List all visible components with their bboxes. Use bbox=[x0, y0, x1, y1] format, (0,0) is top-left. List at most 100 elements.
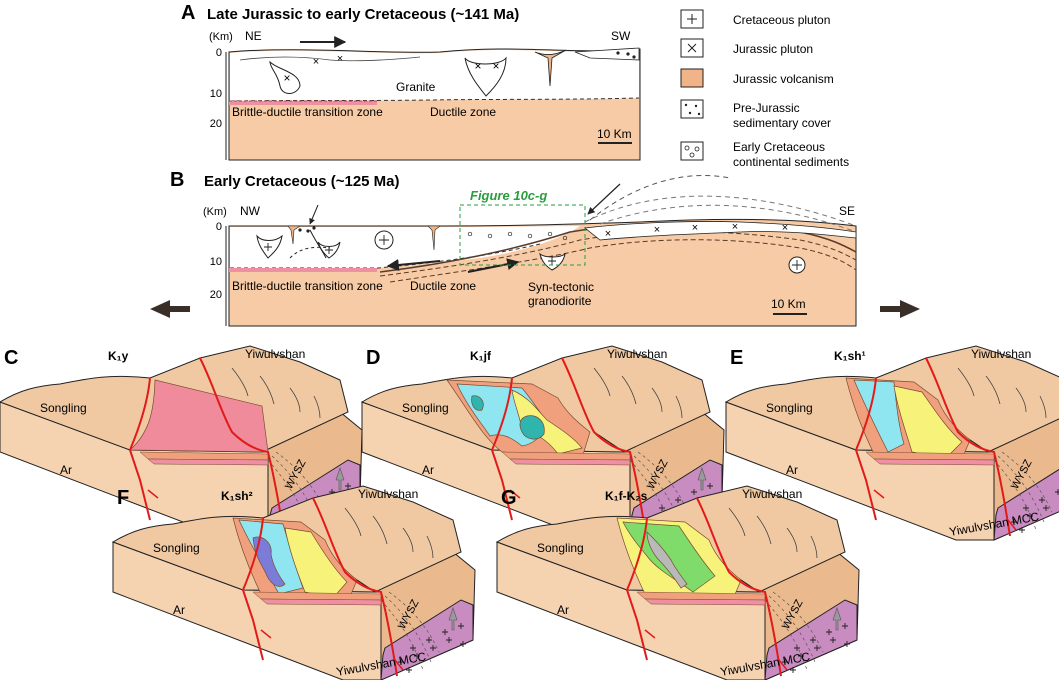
wysz-shear-lines bbox=[993, 451, 1053, 531]
basin-infill-cyan bbox=[853, 379, 905, 453]
pluton-plus bbox=[792, 260, 802, 270]
mcc-plus-mark bbox=[398, 659, 404, 665]
panel-b-volcanic-dyke bbox=[427, 225, 441, 251]
panel-b-pluton-cross: × bbox=[692, 222, 698, 234]
mcc-plus-mark bbox=[460, 641, 466, 647]
legend: Cretaceous pluton Jurassic pluton Jurass… bbox=[680, 9, 849, 169]
panel-b-transition-label: Brittle-ductile transition zone bbox=[232, 279, 383, 293]
legend-jurassic-volcanism: Jurassic volcanism bbox=[680, 68, 834, 88]
sediment-circle bbox=[487, 233, 493, 239]
mcc-uplift-arrow bbox=[697, 467, 707, 491]
mcc-plus-mark bbox=[1055, 489, 1059, 495]
block-west-label: Songling bbox=[402, 401, 449, 415]
panel-b-shear-line-2 bbox=[379, 231, 857, 277]
panel-a-tick-10: 10 bbox=[210, 88, 222, 100]
panel-a-sedimentary-cover bbox=[574, 47, 640, 61]
block-west-label: Songling bbox=[153, 541, 200, 555]
basin-infill-gray bbox=[646, 531, 688, 589]
basin-infill-teal-small bbox=[471, 395, 484, 411]
block-mountain-label: Yiwulvshan bbox=[607, 347, 667, 361]
mcc-plus-mark bbox=[782, 659, 788, 665]
fault-slip-arrows bbox=[873, 489, 1017, 531]
panel-b-left-direction: NW bbox=[240, 204, 261, 218]
mcc-plus-mark bbox=[1019, 527, 1025, 533]
mcc-plus-mark bbox=[814, 645, 820, 651]
panel-b-pluton-cross: × bbox=[732, 221, 738, 233]
sed-dot bbox=[298, 228, 302, 232]
panel-b-title: Early Cretaceous (~125 Ma) bbox=[204, 173, 400, 190]
legend-swatch-jurassic-volcanism bbox=[680, 68, 704, 88]
panel-a-sed-dot bbox=[632, 55, 636, 59]
block-panel-letter: F bbox=[117, 487, 129, 509]
panel-a-tick-20: 20 bbox=[210, 118, 222, 130]
legend-early-cretaceous-sediments: Early Cretaceous continental sediments bbox=[680, 140, 849, 169]
block-west-label: Songling bbox=[40, 401, 87, 415]
panel-a-jurassic-pluton-2 bbox=[464, 56, 507, 97]
panel-a-pluton-cross-1: × bbox=[283, 71, 290, 85]
block-ridge-lines bbox=[231, 367, 321, 419]
panel-b-syn-tectonic-label: Syn-tectonic bbox=[528, 280, 594, 294]
panel-a-pluton-cross-4: × bbox=[313, 56, 319, 68]
legend-swatch-early-cretaceous bbox=[680, 141, 704, 161]
panel-b-pluton-cross: × bbox=[654, 224, 660, 236]
pluton-plus bbox=[548, 257, 556, 265]
basin-fault-east bbox=[696, 497, 782, 677]
panel-b-letter: B bbox=[170, 169, 184, 191]
pluton-plus bbox=[379, 235, 389, 245]
block-formation-label: K₁jf bbox=[470, 349, 492, 363]
basin-fault-west bbox=[625, 517, 648, 661]
block-mountain-label: Yiwulvshan bbox=[358, 487, 418, 501]
block-panel-letter: E bbox=[730, 347, 743, 369]
panel-a-fault-lines bbox=[239, 56, 421, 62]
mcc-plus-mark bbox=[345, 483, 351, 489]
legend-cretaceous-pluton: Cretaceous pluton bbox=[680, 9, 830, 29]
block-formation-label: K₁y bbox=[108, 349, 129, 363]
basin-fault-west bbox=[854, 377, 877, 521]
panel-b-transition-band bbox=[229, 268, 377, 272]
panel-a-tick-0: 0 bbox=[216, 47, 222, 59]
panel-a-unit: (Km) bbox=[209, 31, 233, 43]
block-formation-label: K₁f-K₂s bbox=[605, 489, 648, 503]
legend-circle bbox=[694, 146, 700, 152]
block-mountain-label: Yiwulvshan bbox=[245, 347, 305, 361]
panel-b-tick-10: 10 bbox=[210, 256, 222, 268]
panel-b-shear-arrow-right bbox=[467, 258, 520, 273]
block-ridge-lines bbox=[593, 367, 683, 419]
mcc-plus-mark bbox=[446, 637, 452, 643]
panel-a-pluton-cross-5: × bbox=[337, 53, 343, 65]
legend-circle bbox=[689, 152, 695, 158]
block-formation-label: K₁sh¹ bbox=[834, 349, 866, 363]
panel-a-volcanic-dyke bbox=[534, 49, 567, 87]
panel-b-figure-ref-label: Figure 10c-g bbox=[470, 188, 547, 203]
mcc-uplift-arrow bbox=[448, 607, 458, 631]
basin-fault-east bbox=[199, 357, 285, 537]
basin-fault-east bbox=[925, 357, 1011, 537]
block-ridge-lines bbox=[957, 367, 1047, 419]
panel-b-fault-arrow bbox=[309, 204, 319, 225]
front-strata-2 bbox=[147, 458, 269, 466]
panel-b-figure-ref-box bbox=[459, 204, 586, 266]
legend-dot bbox=[688, 111, 692, 115]
panel-a-granite-zone bbox=[230, 49, 639, 101]
front-strata-2 bbox=[260, 598, 382, 606]
mcc-plus-mark bbox=[1011, 519, 1017, 525]
panel-b-granodiorite-label: granodiorite bbox=[528, 294, 592, 308]
pluton-plus bbox=[264, 243, 272, 251]
panel-b-pluton-cross: × bbox=[605, 228, 611, 240]
mcc-plus-mark bbox=[414, 653, 420, 659]
panel-a-granite-label: Granite bbox=[396, 80, 436, 94]
sediment-circle bbox=[507, 231, 513, 237]
panel-b-upper-white-zone bbox=[230, 226, 580, 268]
legend-label-early-cretaceous-1: Early Cretaceous bbox=[733, 140, 825, 154]
sed-dot bbox=[312, 226, 316, 230]
panel-b-fault-trace bbox=[289, 246, 331, 259]
panel-b-basin-sediments bbox=[467, 231, 568, 241]
panel-a-left-direction: NE bbox=[245, 29, 262, 43]
panel-a-ductile-label: Ductile zone bbox=[430, 105, 496, 119]
basin-fault-west bbox=[241, 517, 264, 661]
block-basement-label: Ar bbox=[60, 463, 72, 477]
legend-dot bbox=[684, 103, 688, 107]
block-west-label: Songling bbox=[537, 541, 584, 555]
